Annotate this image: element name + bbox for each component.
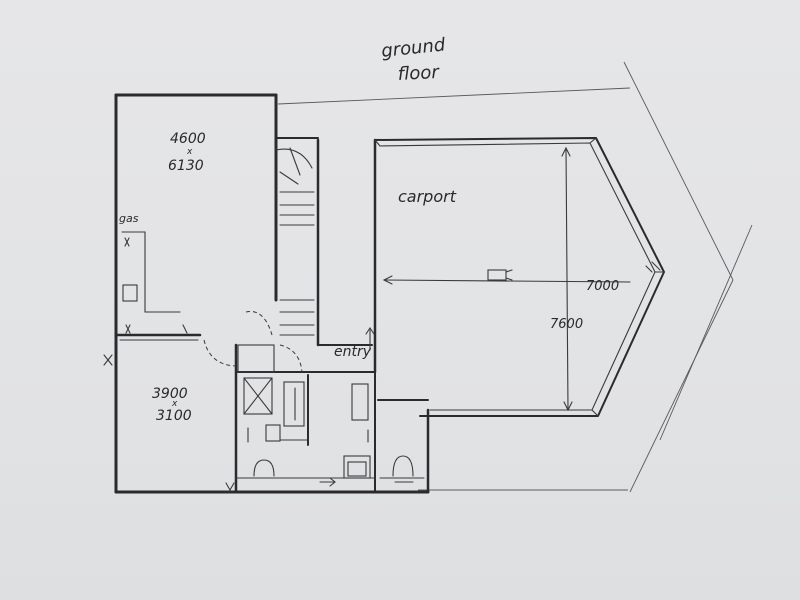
main-room-x: x (186, 147, 193, 157)
carport-width-label: 7000 (586, 279, 619, 294)
door-swings (203, 310, 303, 373)
hall-fittings (243, 377, 305, 443)
staircase (275, 147, 315, 336)
main-room-width: 4600 (170, 131, 206, 147)
carport-label: carport (398, 187, 457, 206)
title-floor: floor (397, 62, 441, 85)
small-room-depth: 3100 (156, 408, 192, 424)
site-boundary-lines (277, 61, 753, 493)
carport-outline (374, 137, 665, 417)
carport-dimensions (382, 146, 631, 412)
direction-markers (103, 261, 661, 491)
entry-label: entry (334, 344, 372, 360)
bathroom-fittings (253, 383, 425, 483)
kitchen-fittings (121, 231, 188, 334)
house-walls (114, 93, 430, 494)
title-ground: ground (380, 34, 446, 62)
gas-label: gas (119, 212, 139, 225)
small-room-x: x (171, 399, 178, 409)
main-room-depth: 6130 (168, 158, 204, 174)
carport-depth-label: 7600 (550, 317, 583, 332)
small-room-width: 3900 (152, 386, 188, 402)
